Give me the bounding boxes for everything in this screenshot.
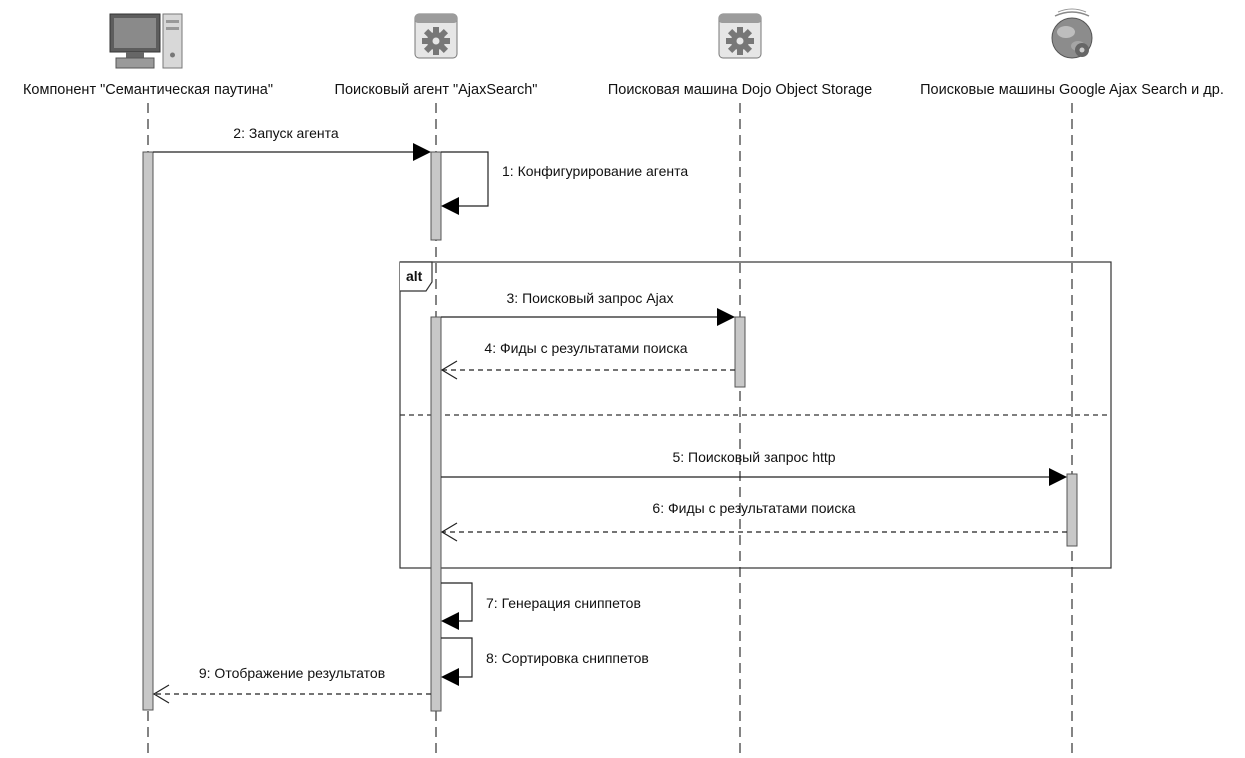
message-label: 3: Поисковый запрос Ajax [507,290,674,306]
message-1: 1: Конфигурирование агента [441,151,688,215]
message-label: 8: Сортировка сниппетов [486,650,649,666]
alt-fragment: alt [399,261,1112,569]
message-6: 6: Фиды с результатами поиска [440,500,1067,542]
activation-agent-config [430,151,442,241]
message-label: 5: Поисковый запрос http [672,449,835,465]
fragment-operator: alt [406,268,423,284]
activation-agent-main [430,316,442,712]
message-label: 9: Отображение результатов [199,665,385,681]
message-2: 2: Запуск агента [153,125,431,161]
message-label: 6: Фиды с результатами поиска [652,500,855,516]
message-8: 8: Сортировка сниппетов [441,637,649,686]
lifeline-label-google: Поисковые машины Google Ajax Search и др… [920,82,1224,98]
gear-window-icon [414,13,458,59]
globe-gear-icon [1051,8,1093,59]
message-label: 1: Конфигурирование агента [502,163,688,179]
message-4: 4: Фиды с результатами поиска [440,340,735,380]
message-label: 7: Генерация сниппетов [486,595,641,611]
lifeline-label-dojo: Поисковая машина Dojo Object Storage [608,82,872,98]
message-7: 7: Генерация сниппетов [441,582,641,630]
lifeline-label-semweb: Компонент "Семантическая паутина" [23,82,273,98]
message-3: 3: Поисковый запрос Ajax [441,290,735,326]
activation-semweb [142,151,154,711]
activation-dojo [734,316,746,388]
computer-icon [109,13,183,69]
message-label: 2: Запуск агента [233,125,339,141]
lifeline-label-agent: Поисковый агент "AjaxSearch" [335,82,538,98]
activation-google [1066,473,1078,547]
message-9: 9: Отображение результатов [152,665,431,704]
message-5: 5: Поисковый запрос http [441,449,1067,486]
gear-window-icon [718,13,762,59]
message-label: 4: Фиды с результатами поиска [484,340,687,356]
